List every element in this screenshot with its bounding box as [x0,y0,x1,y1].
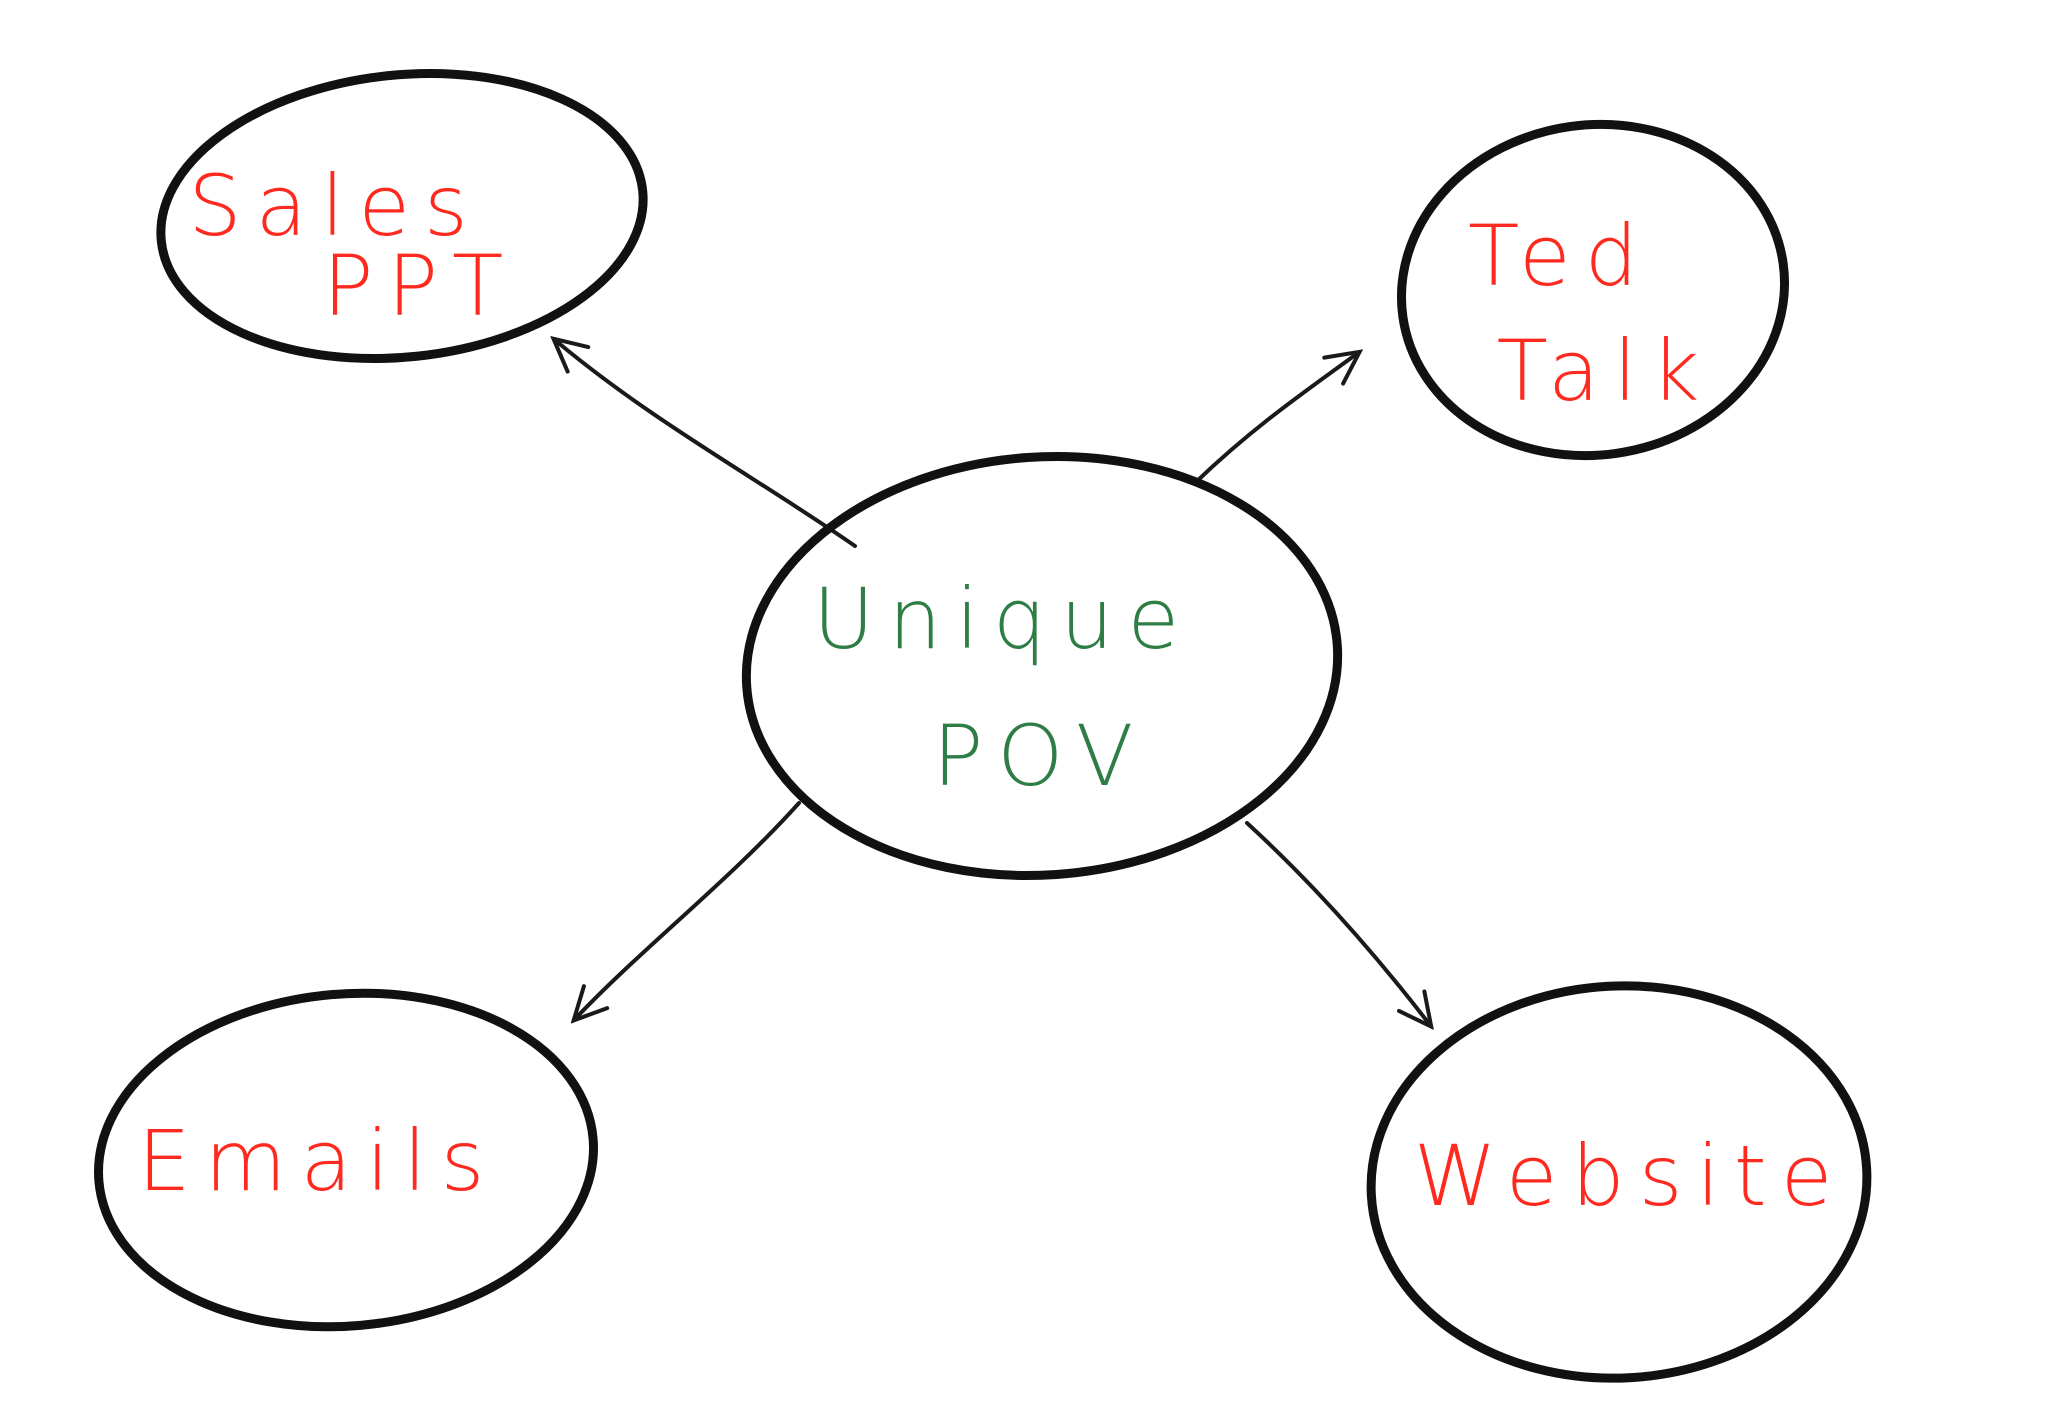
sales-ppt-oval [156,69,648,363]
ted-talk-label-line1: Ted [1468,207,1652,305]
website-label: Website [1414,1127,1847,1225]
emails-oval [94,988,598,1332]
node-unique-pov: Unique POV [741,451,1343,881]
unique-pov-label-line1: Unique [813,570,1193,668]
arrow-to-sales-ppt [555,340,857,548]
unique-pov-oval [741,451,1343,881]
unique-pov-label-line2: POV [933,707,1148,805]
node-ted-talk: Ted Talk [1396,119,1790,461]
sales-ppt-label-line2: PPT [323,237,518,335]
arrow-to-ted-talk [1193,353,1358,485]
sales-ppt-label-line1: Sales [188,157,482,255]
node-website: Website [1366,981,1872,1383]
node-sales-ppt: Sales PPT [156,69,648,363]
arrow-to-website [1245,821,1430,1025]
emails-label: Emails [138,1112,499,1210]
arrow-to-emails [575,801,801,1019]
ted-talk-oval [1396,119,1790,461]
ted-talk-label-line2: Talk [1497,322,1714,420]
website-oval [1366,981,1872,1383]
node-emails: Emails [94,988,598,1332]
